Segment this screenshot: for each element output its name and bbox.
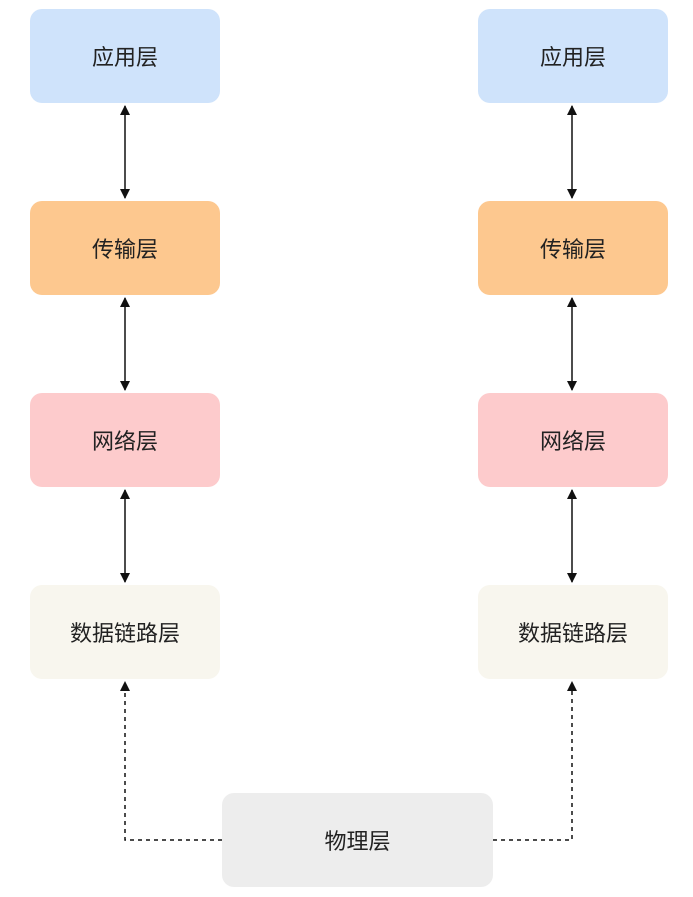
left-transport-layer-label: 传输层: [91, 238, 158, 263]
right-datalink-layer: 数据链路层: [478, 585, 668, 679]
right-application-layer-label: 应用层: [539, 46, 606, 71]
left-network-layer-label: 网络层: [91, 430, 158, 455]
left-application-layer: 应用层: [30, 9, 220, 103]
left-datalink-layer: 数据链路层: [30, 585, 220, 679]
right-transport-layer-label: 传输层: [539, 238, 606, 263]
physical-to-right-datalink-dashed: [493, 681, 577, 841]
physical-to-left-datalink-dashed: [120, 681, 222, 841]
right-network-layer: 网络层: [478, 393, 668, 487]
physical-layer-label: 物理层: [324, 830, 391, 855]
left-application-layer-label: 应用层: [91, 46, 158, 71]
physical-layer: 物理层: [222, 793, 493, 887]
right-application-layer: 应用层: [478, 9, 668, 103]
right-datalink-layer-label: 数据链路层: [517, 622, 628, 647]
left-datalink-layer-label: 数据链路层: [69, 622, 180, 647]
left-transport-layer: 传输层: [30, 201, 220, 295]
right-transport-layer: 传输层: [478, 201, 668, 295]
right-network-layer-label: 网络层: [539, 430, 606, 455]
left-network-layer: 网络层: [30, 393, 220, 487]
